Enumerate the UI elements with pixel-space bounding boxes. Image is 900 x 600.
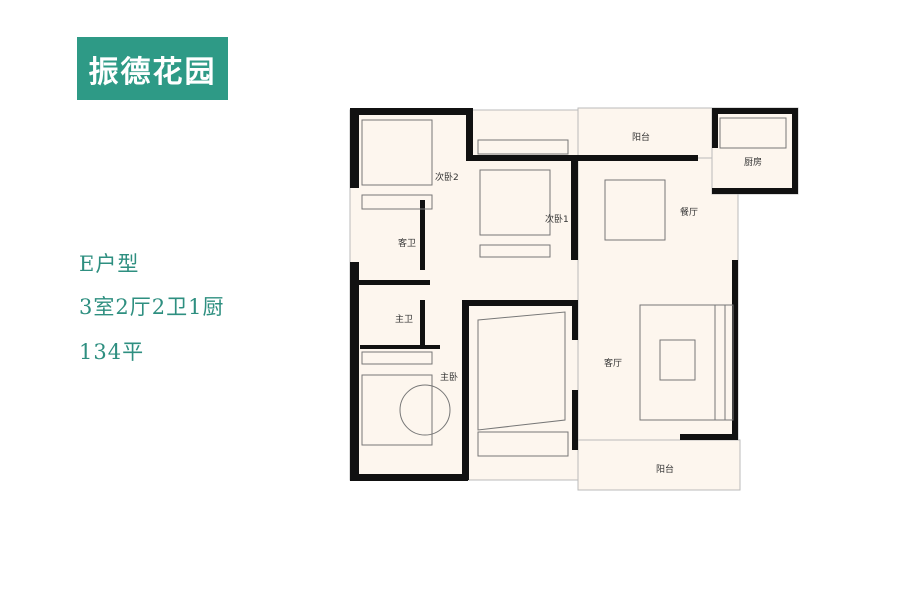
label-balcony-top: 阳台 <box>632 131 650 143</box>
label-second-bedroom-1: 次卧1 <box>545 213 569 225</box>
room-labels: 阳台 厨房 次卧2 次卧1 餐厅 客卫 主卫 主卧 客厅 阳台 <box>395 131 762 475</box>
unit-type: E户型 <box>79 252 140 276</box>
label-master-bath: 主卫 <box>395 313 413 325</box>
unit-area: 134平 <box>79 340 145 364</box>
floor-area <box>349 107 799 491</box>
project-title: 振德花园 <box>88 54 217 90</box>
unit-layout: 3室2厅2卫1厨 <box>79 295 225 319</box>
label-balcony-bottom: 阳台 <box>656 463 674 475</box>
label-guest-bath: 客卫 <box>398 237 416 249</box>
exterior-walls <box>350 108 798 481</box>
interior-lines <box>361 117 787 457</box>
label-second-bedroom-2: 次卧2 <box>435 171 459 183</box>
label-kitchen: 厨房 <box>744 156 762 168</box>
title-badge: 振德花园 <box>77 37 228 100</box>
label-dining-room: 餐厅 <box>680 206 698 218</box>
label-living-room: 客厅 <box>604 357 622 369</box>
label-master-bedroom: 主卧 <box>440 371 458 383</box>
